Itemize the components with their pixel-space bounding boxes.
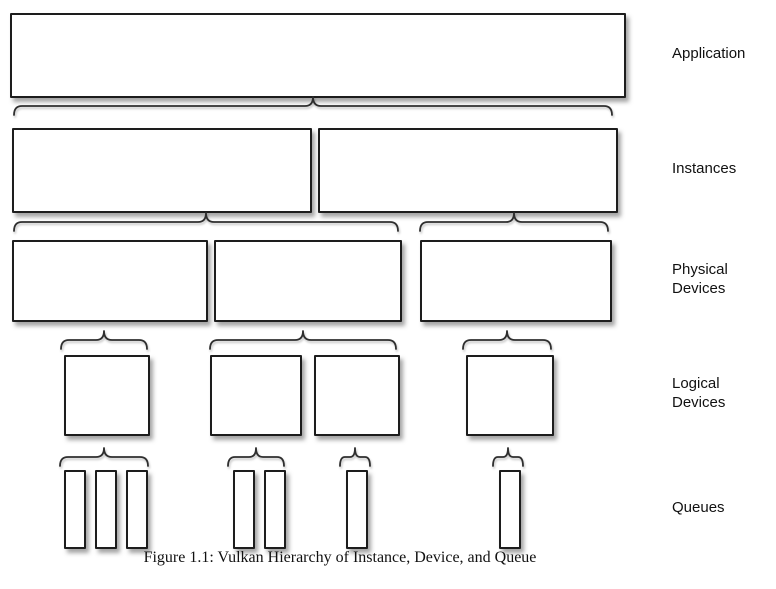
brace-logical2-to-queues [227, 447, 285, 467]
brace-application-to-instances [13, 96, 613, 116]
brace-instance1-to-physical-devices [13, 212, 399, 232]
queue-box-1 [64, 470, 86, 549]
logical-device-box-2 [210, 355, 302, 436]
physical-device-box-3 [420, 240, 612, 322]
instance-box-1 [12, 128, 312, 213]
queue-box-2 [95, 470, 117, 549]
brace-logical4-to-queues [492, 447, 524, 467]
logical-device-box-1 [64, 355, 150, 436]
brace-physical3-to-logical-devices [462, 330, 552, 350]
physical-device-box-2 [214, 240, 402, 322]
brace-physical1-to-logical-devices [60, 330, 148, 350]
brace-logical3-to-queues [339, 447, 371, 467]
brace-logical1-to-queues [59, 447, 149, 467]
queue-box-7 [499, 470, 521, 549]
application-box [10, 13, 626, 98]
instance-box-2 [318, 128, 618, 213]
logical-device-box-3 [314, 355, 400, 436]
queue-box-3 [126, 470, 148, 549]
label-logical-devices: Logical Devices [672, 375, 726, 411]
brace-instance2-to-physical-devices [419, 212, 609, 232]
queue-box-4 [233, 470, 255, 549]
label-queues: Queues [672, 499, 725, 516]
figure-caption: Figure 1.1: Vulkan Hierarchy of Instance… [143, 549, 537, 566]
physical-device-box-1 [12, 240, 208, 322]
label-instances: Instances [672, 160, 737, 177]
logical-device-box-4 [466, 355, 554, 436]
queue-box-6 [346, 470, 368, 549]
queue-box-5 [264, 470, 286, 549]
label-application: Application [672, 45, 746, 62]
label-physical-devices: Physical Devices [672, 261, 728, 297]
brace-physical2-to-logical-devices [209, 330, 397, 350]
